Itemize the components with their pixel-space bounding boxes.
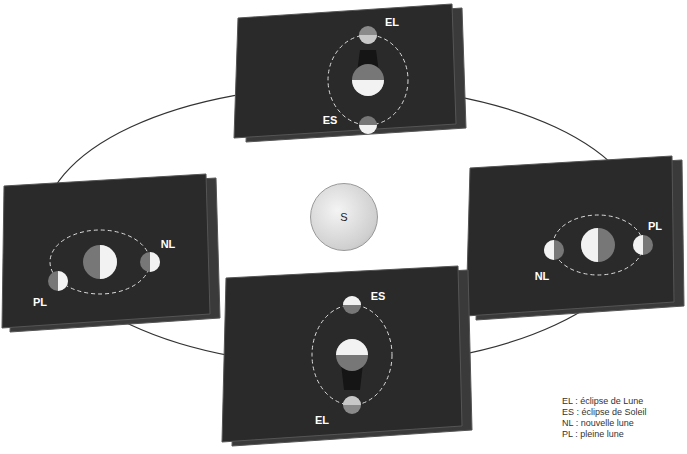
sun-circle: S: [310, 183, 378, 251]
legend-entry: EL : éclipse de Lune: [562, 396, 647, 407]
legend-entry: NL : nouvelle lune: [562, 418, 647, 429]
position-label: EL: [313, 414, 331, 427]
position-label: ES: [369, 290, 388, 303]
position-label: PL: [31, 296, 49, 309]
position-label: NL: [159, 238, 178, 251]
legend-entry: PL : pleine lune: [562, 429, 647, 440]
position-label: EL: [383, 16, 401, 29]
sun-label: S: [340, 211, 347, 223]
position-label: ES: [321, 114, 340, 127]
position-label: PL: [646, 220, 664, 233]
legend: EL : éclipse de LuneES : éclipse de Sole…: [562, 396, 647, 440]
position-label: NL: [533, 270, 552, 283]
legend-entry: ES : éclipse de Soleil: [562, 407, 647, 418]
